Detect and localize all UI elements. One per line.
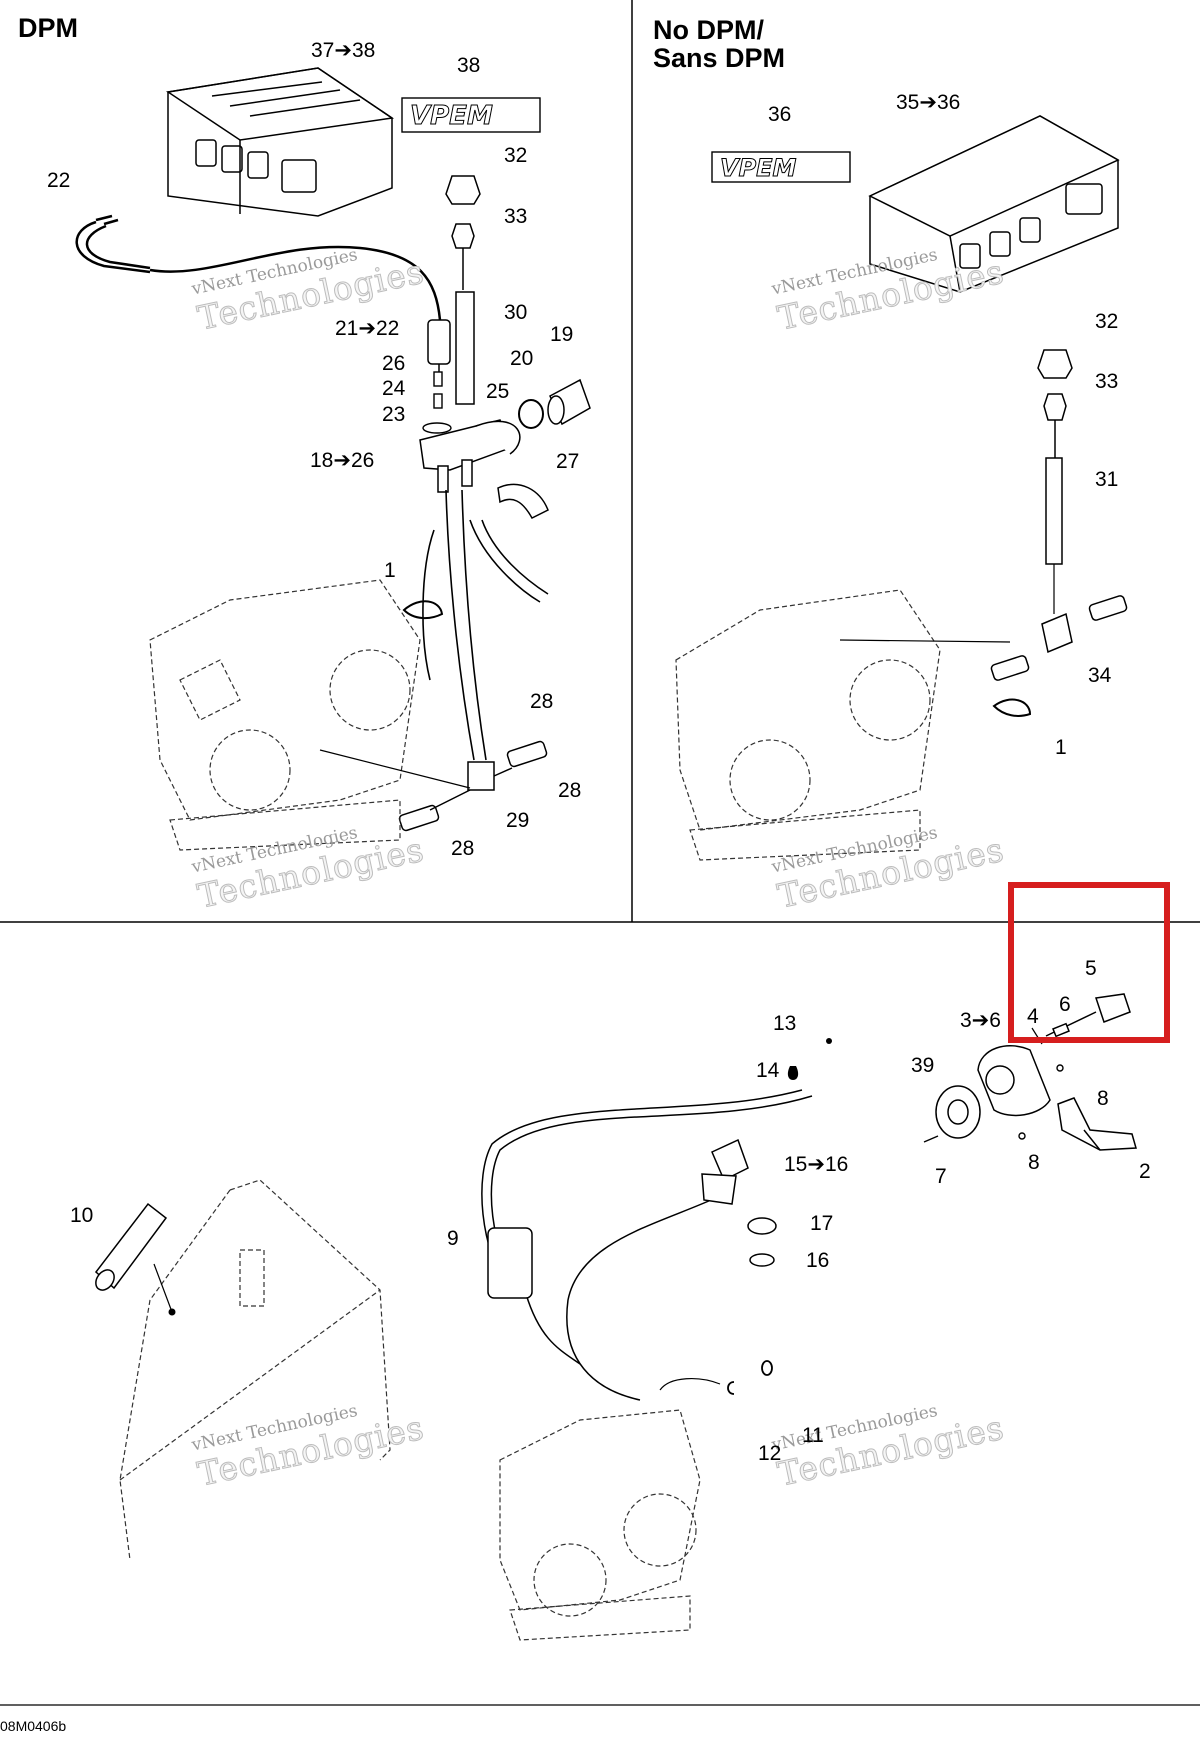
hoses-28-dpm bbox=[422, 489, 549, 761]
mpem-module-dpm bbox=[165, 67, 395, 217]
handlebar-10 bbox=[119, 1179, 391, 1561]
callout-2[interactable]: 2 bbox=[1139, 1160, 1151, 1183]
heading-no-dpm-line1: No DPM/ bbox=[653, 15, 764, 45]
leader-10-to-bar bbox=[153, 1263, 173, 1313]
callout-3-6[interactable]: 3➔6 bbox=[960, 1009, 1001, 1032]
callout-28[interactable]: 28 bbox=[530, 690, 554, 713]
lever-2 bbox=[1057, 1097, 1137, 1151]
cap-32-no-dpm bbox=[1037, 349, 1073, 379]
heading-dpm: DPM bbox=[18, 13, 78, 43]
callout-37-38[interactable]: 37➔38 bbox=[311, 39, 376, 62]
callout-13[interactable]: 13 bbox=[773, 1012, 797, 1035]
callout-29[interactable]: 29 bbox=[506, 809, 530, 832]
vpem-decal-no-dpm: VPEM bbox=[711, 151, 851, 183]
callout-33[interactable]: 33 bbox=[504, 205, 528, 228]
callout-34[interactable]: 34 bbox=[1088, 664, 1112, 687]
grip-10 bbox=[94, 1202, 168, 1291]
callout-28[interactable]: 28 bbox=[451, 837, 475, 860]
clamp-1-no-dpm bbox=[992, 698, 1032, 717]
callout-14[interactable]: 14 bbox=[756, 1059, 780, 1082]
callout-5[interactable]: 5 bbox=[1085, 957, 1097, 980]
throttle-housing-3-6 bbox=[977, 1045, 1051, 1117]
drawing-code: 08M0406b bbox=[0, 1718, 67, 1734]
small-parts-23-24-26 bbox=[422, 371, 452, 434]
leader-line-dpm-carb bbox=[319, 749, 471, 789]
fitting-33-no-dpm bbox=[1043, 393, 1067, 458]
bracket-27 bbox=[497, 483, 549, 519]
callout-27[interactable]: 27 bbox=[556, 450, 580, 473]
callout-23[interactable]: 23 bbox=[382, 403, 406, 426]
callout-16[interactable]: 16 bbox=[806, 1249, 830, 1272]
callout-12[interactable]: 12 bbox=[758, 1442, 782, 1465]
cap-32-dpm bbox=[445, 175, 481, 205]
callout-26[interactable]: 26 bbox=[382, 352, 406, 375]
carburetor-lower bbox=[499, 1409, 701, 1641]
tee-29 bbox=[398, 740, 548, 832]
callout-10[interactable]: 10 bbox=[70, 1204, 94, 1227]
clips-11-12 bbox=[727, 1360, 773, 1395]
callout-8[interactable]: 8 bbox=[1097, 1087, 1109, 1110]
solenoid-assembly-dpm bbox=[419, 319, 521, 493]
heading-no-dpm-line2: Sans DPM bbox=[653, 43, 786, 73]
callout-30[interactable]: 30 bbox=[504, 301, 528, 324]
callout-4[interactable]: 4 bbox=[1027, 1005, 1039, 1028]
callout-11[interactable]: 11 bbox=[802, 1424, 824, 1447]
tee-34 bbox=[990, 595, 1128, 681]
callout-20[interactable]: 20 bbox=[510, 347, 534, 370]
small-parts-13-14 bbox=[787, 1038, 832, 1080]
fitting-33-dpm bbox=[451, 223, 475, 290]
connector-5-6 bbox=[1045, 993, 1131, 1038]
cover-39 bbox=[935, 1085, 981, 1139]
callout-39[interactable]: 39 bbox=[911, 1054, 935, 1077]
callout-25[interactable]: 25 bbox=[486, 380, 510, 403]
screws-7-8 bbox=[923, 1064, 1064, 1143]
callout-6[interactable]: 6 bbox=[1059, 993, 1071, 1016]
highlight-box bbox=[1008, 882, 1170, 1043]
valve-19 bbox=[547, 378, 591, 426]
callout-22[interactable]: 22 bbox=[47, 169, 71, 192]
cable-housing-9 bbox=[487, 1227, 533, 1299]
callout-28[interactable]: 28 bbox=[558, 779, 582, 802]
adjuster-15-16 bbox=[701, 1138, 749, 1205]
callout-24[interactable]: 24 bbox=[382, 377, 406, 400]
callout-33[interactable]: 33 bbox=[1095, 370, 1119, 393]
callout-7[interactable]: 7 bbox=[935, 1165, 947, 1188]
hose-31 bbox=[1045, 457, 1063, 565]
harness-22 bbox=[75, 214, 442, 321]
callout-32[interactable]: 32 bbox=[504, 144, 528, 167]
callout-1[interactable]: 1 bbox=[1055, 736, 1067, 759]
callout-38[interactable]: 38 bbox=[457, 54, 481, 77]
o-ring-20 bbox=[518, 399, 544, 429]
callout-32[interactable]: 32 bbox=[1095, 310, 1119, 333]
nut-17 bbox=[747, 1217, 777, 1235]
callout-31[interactable]: 31 bbox=[1095, 468, 1119, 491]
clamp-1-dpm bbox=[402, 600, 444, 620]
mpem-module-no-dpm bbox=[868, 115, 1120, 293]
callout-8[interactable]: 8 bbox=[1028, 1151, 1040, 1174]
callout-9[interactable]: 9 bbox=[447, 1227, 459, 1250]
callout-35-36[interactable]: 35➔36 bbox=[896, 91, 961, 114]
callout-19[interactable]: 19 bbox=[550, 323, 574, 346]
svg-text:VPEM: VPEM bbox=[720, 154, 797, 182]
vpem-decal-dpm: VPEM bbox=[401, 97, 541, 133]
callout-36[interactable]: 36 bbox=[768, 103, 792, 126]
svg-text:VPEM: VPEM bbox=[410, 101, 493, 131]
leader-12-arrow bbox=[659, 1378, 721, 1391]
carburetor-no-dpm bbox=[675, 589, 941, 861]
leader-line-no-dpm-carb bbox=[839, 639, 1011, 643]
callout-17[interactable]: 17 bbox=[810, 1212, 834, 1235]
callout-1[interactable]: 1 bbox=[384, 559, 396, 582]
leader-10-dot bbox=[168, 1308, 176, 1316]
callout-18-26[interactable]: 18➔26 bbox=[310, 449, 375, 472]
carburetor-dpm bbox=[149, 579, 421, 851]
hose-30 bbox=[455, 291, 475, 405]
washer-16 bbox=[749, 1253, 775, 1267]
callout-15-16[interactable]: 15➔16 bbox=[784, 1153, 849, 1176]
callout-21-22[interactable]: 21➔22 bbox=[335, 317, 400, 340]
